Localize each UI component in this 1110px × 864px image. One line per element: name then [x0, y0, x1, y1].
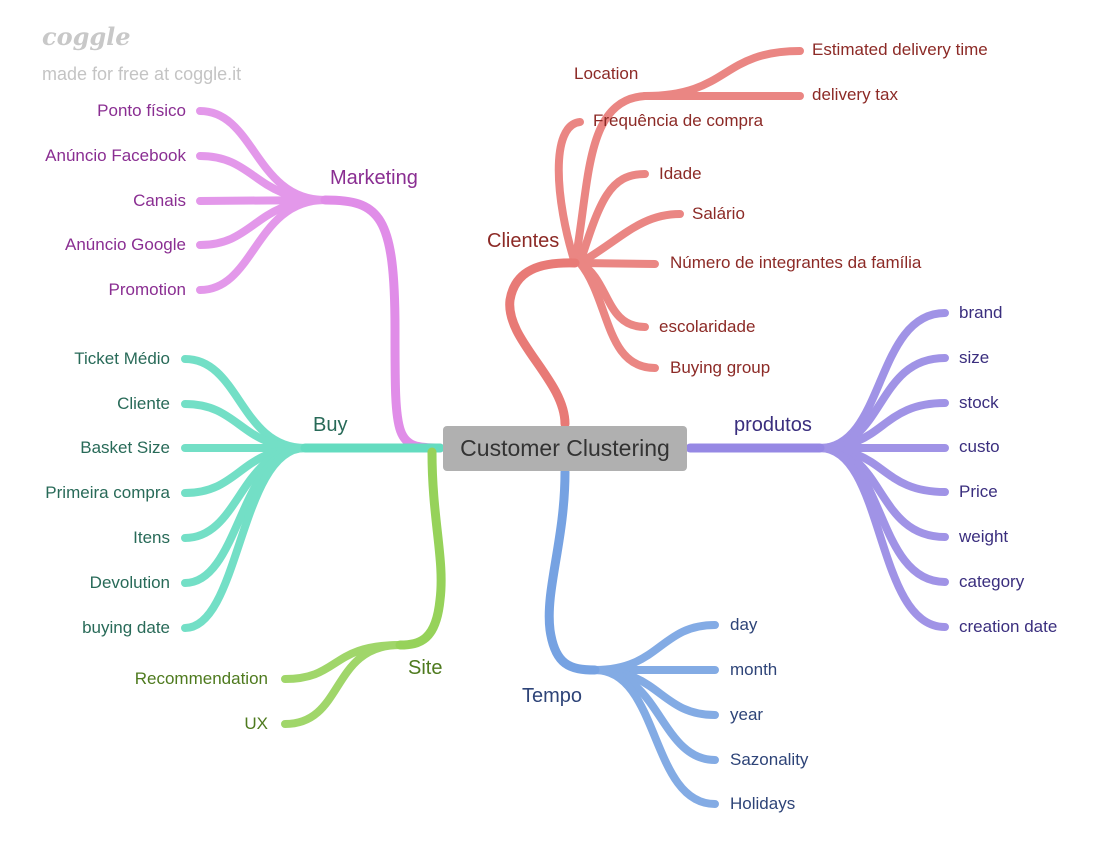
node-sazonality[interactable]: Sazonality: [730, 750, 809, 769]
node-anuncio-facebook[interactable]: Anúncio Facebook: [45, 146, 186, 165]
node-custo[interactable]: custo: [959, 437, 1000, 456]
node-creation-date[interactable]: creation date: [959, 617, 1058, 636]
connector-marketing: [320, 195, 445, 453]
node-idade[interactable]: Idade: [659, 164, 702, 183]
node-buying-date[interactable]: buying date: [82, 618, 170, 637]
node-canais[interactable]: Canais: [133, 191, 186, 210]
branch-site[interactable]: Site: [408, 657, 443, 679]
connector-location: [571, 92, 649, 267]
node-category[interactable]: category: [959, 572, 1025, 591]
node-weight[interactable]: weight: [959, 527, 1009, 546]
connector-tempo: [544, 467, 600, 675]
node-frequencia-de-compra[interactable]: Frequência de compra: [593, 111, 764, 130]
node-devolution[interactable]: Devolution: [89, 573, 170, 592]
node-promotion[interactable]: Promotion: [108, 280, 186, 299]
branch-marketing[interactable]: Marketing: [330, 167, 418, 189]
node-numero-de-integrantes[interactable]: Número de integrantes da família: [670, 253, 922, 272]
node-delivery-tax[interactable]: delivery tax: [812, 85, 898, 104]
node-anuncio-google[interactable]: Anúncio Google: [65, 235, 186, 254]
node-brand[interactable]: brand: [959, 303, 1003, 322]
node-itens[interactable]: Itens: [133, 528, 170, 547]
node-buying-group[interactable]: Buying group: [670, 358, 771, 377]
connector-promotion: [196, 196, 329, 294]
node-estimated-delivery-time[interactable]: Estimated delivery time: [812, 40, 988, 59]
node-location[interactable]: Location: [574, 64, 639, 83]
branch-buy[interactable]: Buy: [313, 414, 348, 436]
node-basket-size[interactable]: Basket Size: [80, 438, 170, 457]
node-salario[interactable]: Salário: [692, 204, 745, 223]
node-recommendation[interactable]: Recommendation: [134, 669, 268, 688]
node-ux[interactable]: UX: [244, 714, 268, 733]
branch-produtos[interactable]: produtos: [734, 414, 812, 436]
node-size[interactable]: size: [959, 348, 990, 367]
connector-site: [395, 447, 446, 650]
branch-tempo[interactable]: Tempo: [522, 685, 583, 707]
node-escolaridade[interactable]: escolaridade: [659, 317, 756, 336]
node-primeira-compra[interactable]: Primeira compra: [45, 483, 170, 502]
connector-clientes: [505, 258, 580, 429]
node-year[interactable]: year: [730, 705, 764, 724]
node-ponto-fisico[interactable]: Ponto físico: [97, 101, 186, 120]
coggle-logo[interactable]: coggle: [42, 22, 131, 51]
node-stock[interactable]: stock: [959, 393, 999, 412]
branch-clientes[interactable]: Clientes: [487, 230, 560, 252]
coggle-tagline[interactable]: made for free at coggle.it: [42, 64, 242, 84]
node-day[interactable]: day: [730, 615, 758, 634]
node-month[interactable]: month: [730, 660, 778, 679]
node-holidays[interactable]: Holidays: [730, 794, 796, 813]
node-ticket-medio[interactable]: Ticket Médio: [74, 349, 170, 368]
center-node[interactable]: Customer Clustering: [443, 426, 687, 471]
node-price[interactable]: Price: [959, 482, 998, 501]
node-cliente[interactable]: Cliente: [117, 394, 170, 413]
